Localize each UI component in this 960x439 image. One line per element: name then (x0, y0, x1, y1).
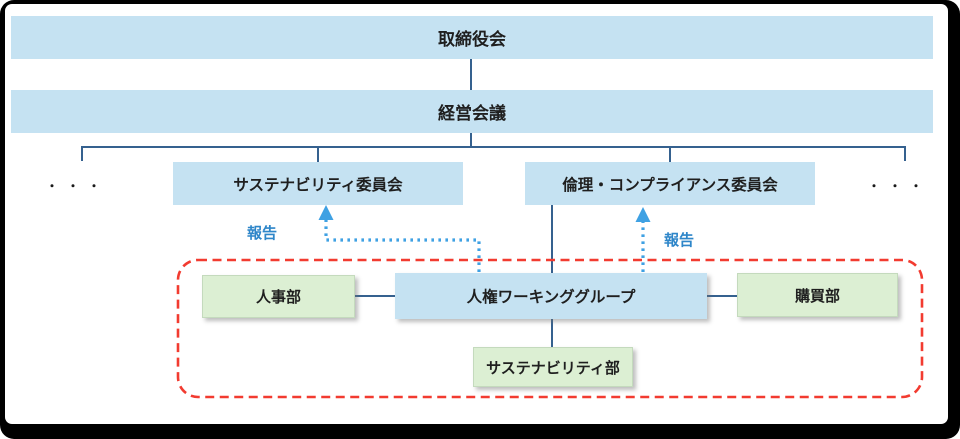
box-sustainability-committee-label: サステナビリティ委員会 (233, 176, 403, 194)
diagram-canvas: 取締役会 経営会議 ・・・ ・・・ サステナビリティ委員会 倫理・コンプライアン… (5, 4, 948, 424)
box-sustainability-department-label: サステナビリティ部 (486, 359, 620, 377)
box-hr-department: 人事部 (202, 275, 355, 318)
report-label-right: 報告 (663, 232, 694, 249)
box-management-meeting: 経営会議 (11, 90, 933, 133)
branch-rail (81, 146, 906, 161)
box-board-of-directors: 取締役会 (11, 16, 933, 59)
box-human-rights-working-group: 人権ワーキンググループ (395, 273, 707, 319)
box-ethics-compliance-committee-label: 倫理・コンプライアンス委員会 (562, 176, 778, 194)
box-hr-department-label: 人事部 (255, 289, 301, 306)
report-arrowhead-right (635, 207, 651, 222)
box-purchasing-department: 購買部 (737, 273, 898, 317)
working-group-boundary-dashed (176, 258, 924, 399)
report-arrow-left (324, 220, 481, 272)
box-sustainability-department: サステナビリティ部 (473, 347, 633, 387)
report-arrowhead-left (318, 205, 334, 220)
ellipsis-left: ・・・ (46, 179, 110, 193)
box-human-rights-working-group-label: 人権ワーキンググループ (466, 289, 636, 306)
box-ethics-compliance-committee: 倫理・コンプライアンス委員会 (525, 162, 815, 205)
ellipsis-right: ・・・ (868, 179, 932, 193)
box-sustainability-committee: サステナビリティ委員会 (173, 162, 463, 205)
box-purchasing-department-label: 購買部 (794, 287, 840, 305)
report-label-left: 報告 (246, 225, 277, 242)
box-board-of-directors-label: 取締役会 (438, 30, 506, 49)
box-management-meeting-label: 経営会議 (438, 104, 506, 123)
